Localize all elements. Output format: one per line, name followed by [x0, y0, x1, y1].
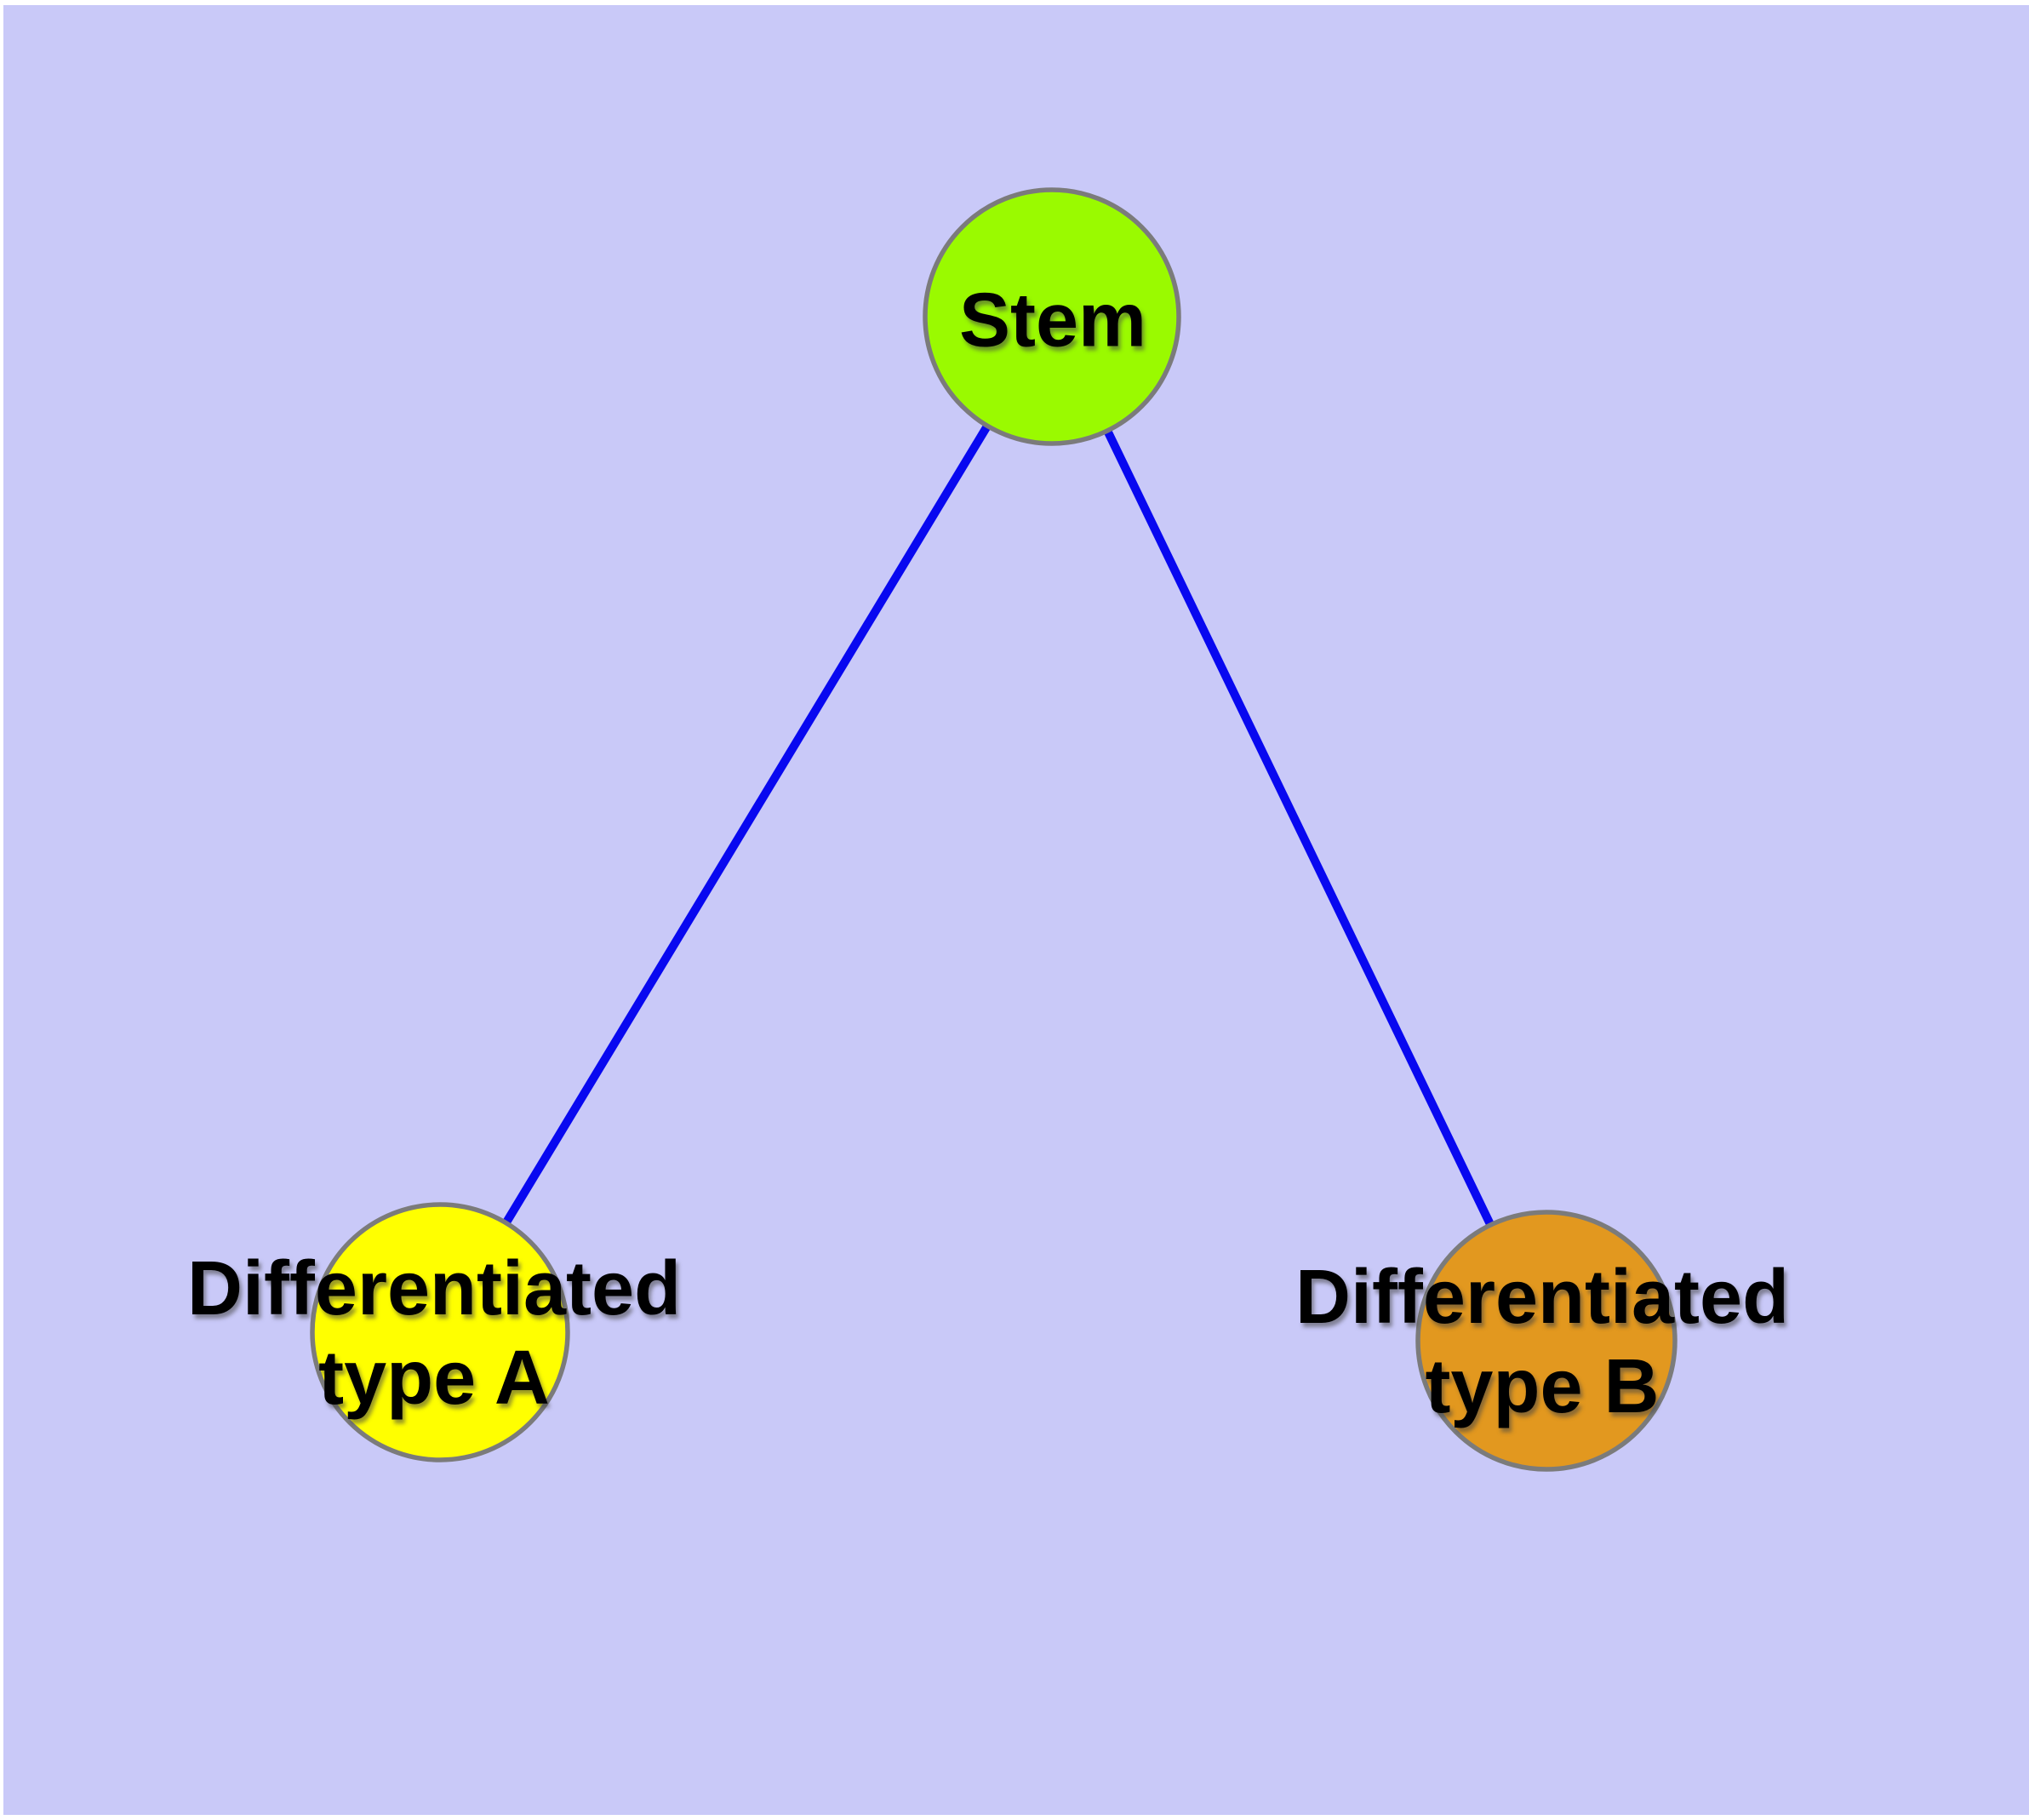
edge-stem-to-type-a	[436, 315, 1057, 1335]
node-type-a-circle	[310, 1202, 570, 1462]
edge-stem-to-type-b	[1049, 315, 1551, 1343]
node-type-b-circle	[1415, 1210, 1677, 1472]
node-stem-circle	[923, 187, 1181, 446]
